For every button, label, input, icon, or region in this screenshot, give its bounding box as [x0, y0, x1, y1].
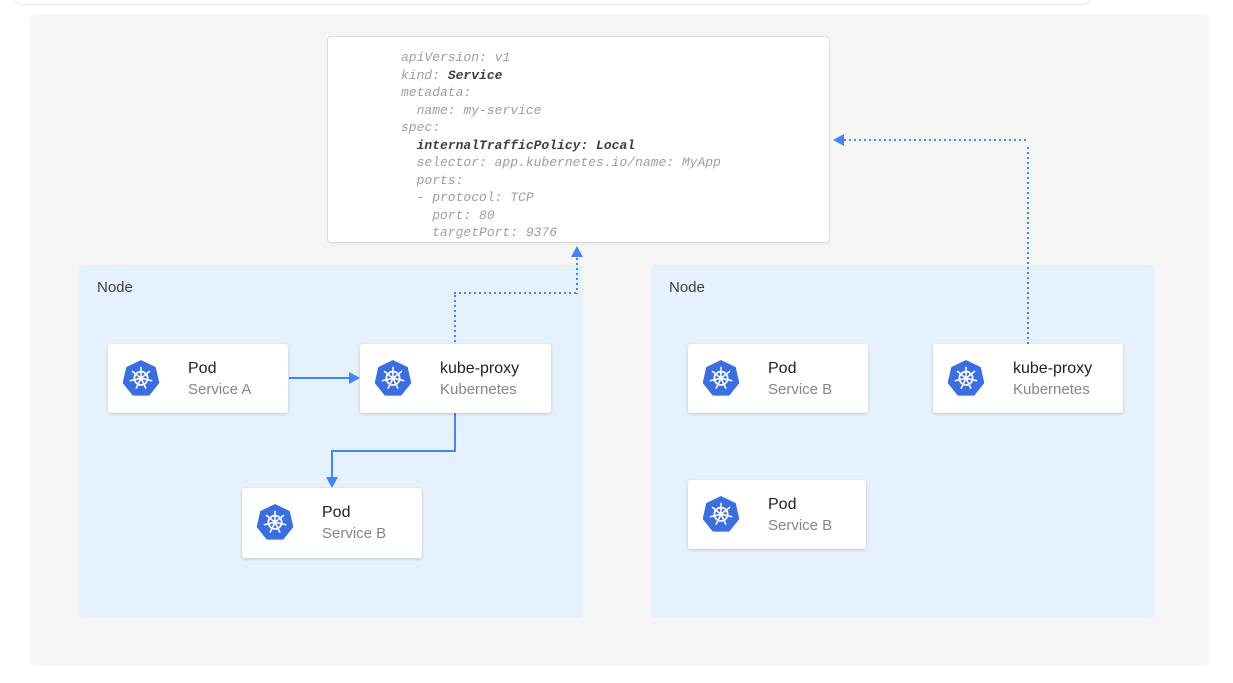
pod-card-service-b-right-bottom: Pod Service B	[688, 480, 866, 549]
card-subtitle: Service B	[322, 525, 387, 542]
card-title: Pod	[768, 359, 797, 377]
node-label: Node	[669, 279, 705, 296]
top-divider	[13, 0, 1092, 5]
card-title: Pod	[322, 504, 351, 521]
card-subtitle: Kubernetes	[1013, 380, 1090, 398]
dotted-segment	[844, 139, 1029, 141]
arrowhead-right-icon	[349, 372, 360, 384]
node-label: Node	[97, 279, 133, 296]
card-title: kube-proxy	[1013, 359, 1093, 377]
card-text: Pod Service B	[322, 502, 386, 544]
arrow-segment	[331, 452, 333, 478]
dotted-segment	[1027, 147, 1029, 344]
card-subtitle: Service B	[768, 516, 833, 534]
card-text: Pod Service B	[768, 494, 832, 536]
kubernetes-icon	[256, 504, 294, 542]
arrow-segment	[289, 377, 350, 379]
kube-proxy-card-right: kube-proxy Kubernetes	[933, 344, 1123, 413]
arrow-segment	[454, 413, 456, 452]
kubernetes-icon	[702, 360, 740, 398]
node-box-right: Node	[651, 265, 1155, 618]
card-text: kube-proxy Kubernetes	[440, 358, 519, 400]
dotted-segment	[576, 258, 578, 294]
pod-card-service-a: Pod Service A	[108, 344, 288, 413]
dotted-segment	[454, 295, 456, 345]
pod-card-service-b-right-top: Pod Service B	[688, 344, 868, 413]
node-box-left: Node	[79, 265, 583, 618]
arrow-segment	[331, 450, 456, 452]
dotted-segment	[454, 292, 578, 294]
card-title: Pod	[188, 359, 217, 377]
card-text: kube-proxy Kubernetes	[1013, 358, 1092, 400]
arrowhead-left-icon	[833, 134, 844, 146]
card-subtitle: Service B	[768, 380, 833, 398]
card-text: Pod Service A	[188, 358, 251, 400]
kubernetes-icon	[122, 360, 160, 398]
kubernetes-icon	[947, 360, 985, 398]
pod-card-service-b-left: Pod Service B	[242, 488, 422, 558]
kubernetes-icon	[374, 360, 412, 398]
card-subtitle: Kubernetes	[440, 380, 517, 398]
arrowhead-down-icon	[326, 477, 338, 488]
arrowhead-up-icon	[571, 246, 583, 257]
card-subtitle: Service A	[188, 380, 252, 398]
kubernetes-icon	[702, 496, 740, 534]
card-text: Pod Service B	[768, 358, 832, 400]
card-title: kube-proxy	[440, 359, 520, 377]
kube-proxy-card-left: kube-proxy Kubernetes	[360, 344, 551, 413]
card-title: Pod	[768, 495, 797, 513]
